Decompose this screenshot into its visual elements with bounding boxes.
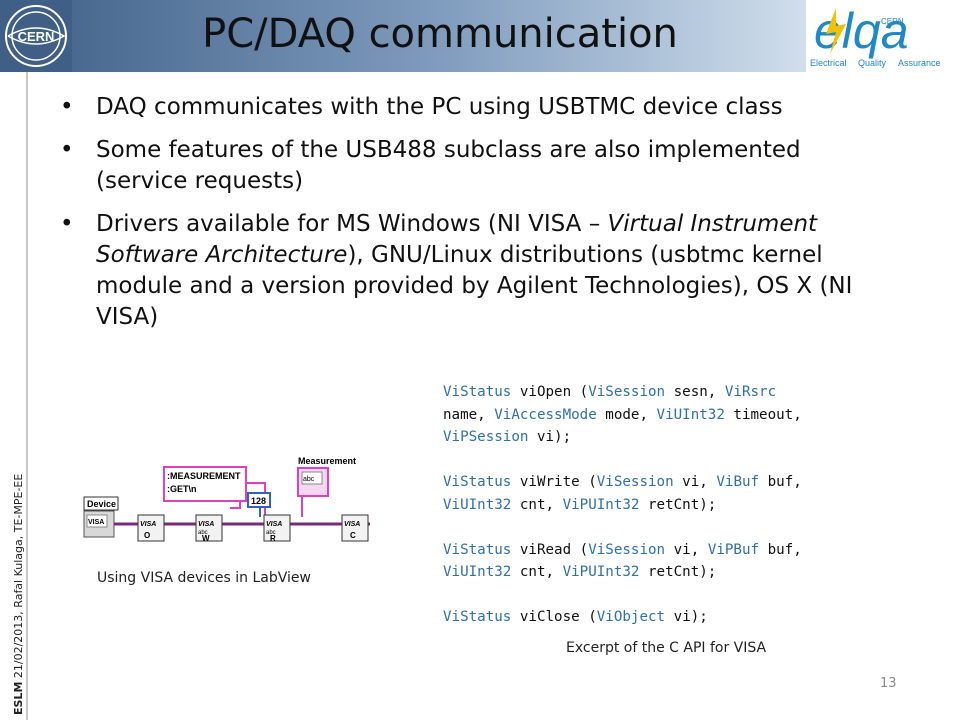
code-line: ViStatus viRead (ViSession vi, ViPBuf bu… — [443, 539, 802, 562]
visa-open-node: VISA O — [137, 514, 165, 542]
device-label: Device — [87, 499, 116, 509]
svg-text:VISA: VISA — [140, 521, 156, 528]
page-number: 13 — [880, 676, 897, 691]
code-line: ViPSession vi); — [443, 426, 802, 449]
side-footer-text: ESLM 21/02/2013, Rafal Kulaga, TE-MPE-EE — [12, 435, 25, 715]
bullet-text: ), GNU/Linux distributions (usbtmc kerne… — [96, 242, 853, 330]
bullet-text: DAQ communicates with the PC using USBTM… — [96, 94, 783, 120]
svg-text:O: O — [144, 531, 150, 540]
svg-text:VISA: VISA — [198, 521, 214, 528]
code-text: viRead ( — [511, 541, 589, 558]
command-line-1: :MEASUREMENT — [167, 471, 241, 481]
labview-caption: Using VISA devices in LabView — [97, 570, 311, 586]
bullet-text: Virtual Instrument Software Architecture — [96, 211, 818, 268]
code-text: buf, — [759, 474, 802, 490]
code-type: ViPBuf — [707, 541, 760, 558]
code-text: timeout, — [724, 406, 802, 423]
side-detail: 21/02/2013, Rafal Kulaga, TE-MPE-EE — [12, 473, 25, 682]
svg-text:C: C — [350, 531, 356, 540]
code-text: viClose ( — [511, 609, 597, 625]
elqa-logo: elqa CERN Electrical Quality Assurance — [806, 0, 960, 72]
code-line: ViStatus viWrite (ViSession vi, ViBuf bu… — [443, 471, 802, 494]
code-text: buf, — [759, 541, 802, 558]
code-type: ViRsrc — [724, 384, 777, 400]
bullet-item: Drivers available for MS Windows (NI VIS… — [60, 209, 880, 333]
code-line — [443, 449, 802, 472]
code-type: ViSession — [588, 541, 666, 558]
measurement-label: Measurement — [298, 456, 356, 466]
bullet-text: Some features of the USB488 subclass are… — [96, 137, 801, 194]
code-line: ViUInt32 cnt, ViPUInt32 retCnt); — [443, 494, 802, 517]
svg-text:VISA: VISA — [266, 521, 282, 528]
code-type: ViSession — [596, 474, 674, 490]
svg-text:R: R — [270, 534, 276, 543]
side-prefix: ESLM — [12, 681, 25, 715]
code-type: ViUInt32 — [656, 406, 725, 423]
side-bar — [0, 72, 28, 720]
page-title: PC/DAQ communication — [202, 11, 678, 57]
svg-text:VISA: VISA — [344, 521, 360, 528]
code-line — [443, 584, 802, 607]
code-caption: Excerpt of the C API for VISA — [566, 640, 767, 656]
elqa-sub-a: Electrical — [810, 58, 847, 68]
bullet-item: DAQ communicates with the PC using USBTM… — [60, 92, 880, 123]
code-text: sesn, — [665, 384, 725, 400]
svg-text:abc: abc — [266, 530, 276, 536]
code-line: ViStatus viClose (ViObject vi); — [443, 606, 802, 629]
bullet-item: Some features of the USB488 subclass are… — [60, 135, 880, 197]
command-line-2: :GET\n — [167, 484, 197, 494]
header-bar — [0, 0, 960, 72]
code-type: ViStatus — [443, 384, 512, 400]
code-type: ViUInt32 — [443, 564, 512, 580]
code-type: ViPUInt32 — [562, 496, 640, 513]
code-type: ViSession — [588, 384, 666, 400]
code-line — [443, 516, 802, 539]
code-type: ViStatus — [443, 474, 512, 490]
cern-logo-text: CERN — [18, 29, 55, 44]
lightning-icon — [826, 8, 846, 54]
code-type: ViUInt32 — [443, 496, 512, 513]
code-text: vi, — [673, 474, 717, 490]
code-type: ViPSession — [443, 429, 529, 445]
cern-logo: CERN — [0, 0, 72, 72]
code-text: vi, — [665, 541, 708, 558]
code-type: ViObject — [596, 609, 666, 625]
visa-write-node: VISA abc W — [195, 514, 223, 543]
code-text: retCnt); — [639, 496, 717, 513]
visa-close-node: VISA C — [341, 514, 369, 542]
labview-diagram: Device VISA :MEASUREMENT :GET\n 128 Meas… — [83, 456, 370, 543]
code-text: mode, — [596, 406, 657, 423]
code-text: retCnt); — [639, 564, 717, 580]
code-text: cnt, — [511, 564, 563, 580]
code-text: cnt, — [511, 496, 563, 513]
code-type: ViStatus — [443, 541, 512, 558]
code-text: name, — [443, 406, 495, 423]
code-line: ViStatus viOpen (ViSession sesn, ViRsrc — [443, 381, 802, 404]
code-line: ViUInt32 cnt, ViPUInt32 retCnt); — [443, 561, 802, 584]
bullet-list: DAQ communicates with the PC using USBTM… — [60, 92, 880, 345]
bullet-text: Drivers available for MS Windows (NI VIS… — [96, 211, 608, 237]
visa-read-node: VISA abc R — [263, 514, 291, 543]
code-line: name, ViAccessMode mode, ViUInt32 timeou… — [443, 404, 802, 427]
measurement-abc: abc — [303, 476, 315, 483]
svg-text:abc: abc — [198, 530, 208, 536]
elqa-sub-c: Assurance — [898, 58, 941, 68]
code-type: ViBuf — [716, 474, 760, 490]
code-text: viWrite ( — [511, 474, 597, 490]
code-text: viOpen ( — [511, 384, 589, 400]
elqa-sub-b: Quality — [858, 58, 887, 68]
code-type: ViStatus — [443, 609, 512, 625]
code-text: vi); — [665, 609, 708, 625]
code-type: ViAccessMode — [494, 406, 597, 423]
count-constant: 128 — [251, 496, 266, 506]
device-visa: VISA — [88, 519, 104, 526]
svg-text:W: W — [202, 534, 210, 543]
code-text: vi); — [528, 429, 572, 445]
code-type: ViPUInt32 — [562, 564, 640, 580]
elqa-cern: CERN — [881, 17, 904, 26]
